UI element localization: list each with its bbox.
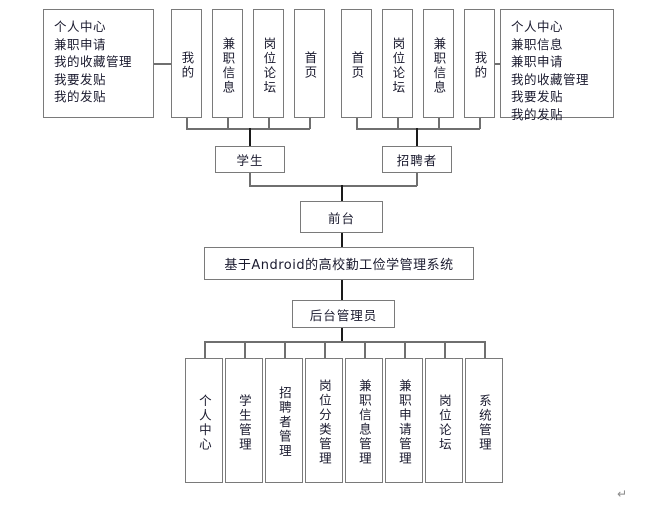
stem-student-tab-1: [186, 118, 188, 129]
recruiter-detail-line-3: 兼职申请: [511, 54, 564, 69]
stem-module-6: [404, 341, 406, 358]
student-detail-line-2: 兼职申请: [54, 36, 107, 52]
recruiter-detail-line-2: 兼职信息: [511, 36, 564, 52]
admin-module-jianzhi-shenqing-guanli: 兼职申请管理: [385, 358, 423, 483]
recruiter-tab-wode: 我的: [464, 9, 495, 118]
connector-admin-to-modules: [341, 328, 343, 342]
stem-module-8: [484, 341, 486, 358]
system-title-box: 基于Android的高校勤工俭学管理系统: [204, 247, 474, 280]
student-detail-line-1: 个人中心: [54, 19, 107, 34]
bus-roles: [249, 185, 417, 187]
stem-recruiter-role-down: [416, 173, 418, 186]
admin-box: 后台管理员: [292, 300, 395, 328]
frontend-box: 前台: [300, 201, 383, 233]
admin-module-xuesheng-guanli: 学生管理: [225, 358, 263, 483]
admin-module-jianzhi-xinxi-guanli: 兼职信息管理: [345, 358, 383, 483]
student-detail-line-4: 我要发贴: [54, 71, 107, 87]
stem-recruiter-tab-2: [397, 118, 399, 129]
stem-module-3: [284, 341, 286, 358]
stem-module-2: [244, 341, 246, 358]
student-tab-jianzhixinxi: 兼职信息: [212, 9, 243, 118]
student-detail-line-3: 我的收藏管理: [54, 54, 133, 69]
student-role-box: 学生: [215, 146, 285, 173]
stem-student-tab-4: [309, 118, 311, 129]
admin-module-geren-zhongxin: 个人中心: [185, 358, 223, 483]
admin-module-gangwei-fenlei-guanli: 岗位分类管理: [305, 358, 343, 483]
connector-recruiter-bus-to-recruiter: [416, 128, 418, 147]
connector-student-bus-to-student: [249, 128, 251, 147]
student-tab-gangweiluntan: 岗位论坛: [253, 9, 284, 118]
recruiter-role-box: 招聘者: [382, 146, 452, 173]
recruiter-detail-menu-box: 个人中心 兼职信息 兼职申请 我的收藏管理 我要发贴 我的发贴: [500, 9, 614, 122]
connector-system-to-admin: [341, 280, 343, 301]
connector-roles-to-frontend: [341, 185, 343, 202]
bus-admin-modules: [204, 341, 485, 343]
student-detail-menu-box: 个人中心 兼职申请 我的收藏管理 我要发贴 我的发贴: [43, 9, 154, 118]
recruiter-detail-line-6: 我的发贴: [511, 106, 564, 122]
student-detail-line-5: 我的发贴: [54, 89, 107, 104]
stem-student-tab-2: [227, 118, 229, 129]
stem-student-role-down: [249, 173, 251, 186]
stem-module-1: [204, 341, 206, 358]
admin-module-xitong-guanli: 系统管理: [465, 358, 503, 483]
admin-module-zhaopinzhe-guanli: 招聘者管理: [265, 358, 303, 483]
stem-recruiter-tab-1: [356, 118, 358, 129]
stem-recruiter-tab-4: [479, 118, 481, 129]
student-tab-shouye: 首页: [294, 9, 325, 118]
recruiter-detail-line-4: 我的收藏管理: [511, 71, 590, 87]
bus-recruiter-tabs: [356, 128, 480, 130]
student-tab-wode: 我的: [171, 9, 202, 118]
connector-frontend-to-system: [341, 233, 343, 248]
stem-module-5: [364, 341, 366, 358]
stem-student-tab-3: [268, 118, 270, 129]
bus-student-tabs: [186, 128, 310, 130]
recruiter-tab-shouye: 首页: [341, 9, 372, 118]
stem-module-4: [324, 341, 326, 358]
paragraph-mark: ↵: [617, 487, 628, 501]
connector-student-detail-to-tab: [153, 63, 171, 65]
recruiter-detail-line-1: 个人中心: [511, 19, 564, 34]
recruiter-tab-jianzhixinxi: 兼职信息: [423, 9, 454, 118]
recruiter-tab-gangweiluntan: 岗位论坛: [382, 9, 413, 118]
stem-module-7: [444, 341, 446, 358]
admin-module-gangwei-luntan: 岗位论坛: [425, 358, 463, 483]
stem-recruiter-tab-3: [438, 118, 440, 129]
recruiter-detail-line-5: 我要发贴: [511, 89, 564, 104]
